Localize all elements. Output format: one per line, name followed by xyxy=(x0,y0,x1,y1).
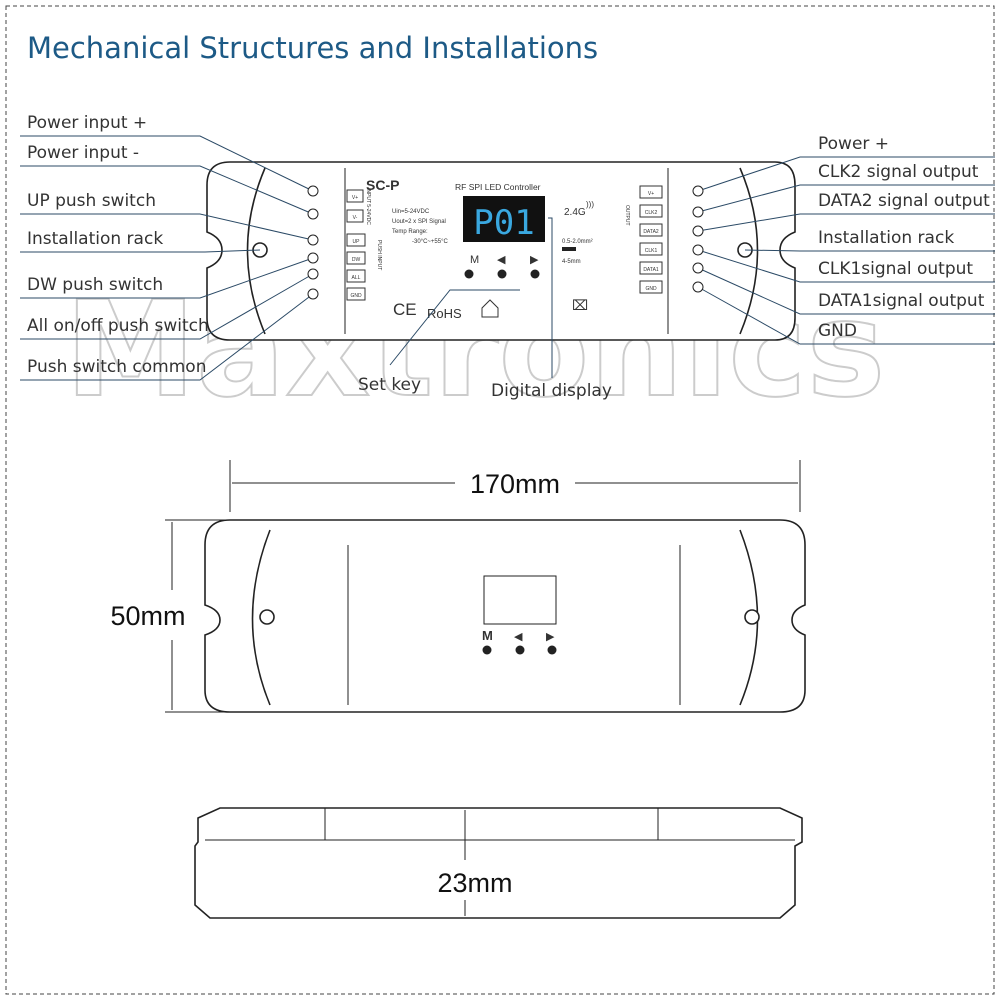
rohs-mark: RoHS xyxy=(427,306,462,321)
output-terminal: GND xyxy=(645,286,657,292)
input-label: INPUT 5-24VDC xyxy=(365,188,371,225)
strip-length: 4-5mm xyxy=(562,259,581,265)
terminal-screw xyxy=(307,268,319,280)
label-right-3: Installation rack xyxy=(818,228,954,248)
push-terminal: GND xyxy=(350,293,362,299)
dimension-width: 50mm xyxy=(110,601,185,631)
label-left-1: Power input - xyxy=(27,143,139,163)
button-m-label: M xyxy=(470,254,479,266)
terminal-screw xyxy=(692,244,704,256)
label-right-0: Power + xyxy=(818,134,889,154)
label-right-5: DATA1signal output xyxy=(818,291,985,311)
output-terminal: DATA2 xyxy=(643,229,659,235)
push-terminal: ALL xyxy=(352,275,361,281)
push-terminal: DW xyxy=(352,257,361,263)
label-digital-display: Digital display xyxy=(491,381,612,401)
terminal-screw xyxy=(307,185,319,197)
terminal-screw xyxy=(307,252,319,264)
button-right-label: ▶ xyxy=(530,254,539,266)
push-terminal: UP xyxy=(353,239,361,245)
page-title: Mechanical Structures and Installations xyxy=(27,31,598,65)
label-set-key: Set key xyxy=(358,375,421,395)
terminal-screw xyxy=(692,281,704,293)
label-right-4: CLK1signal output xyxy=(818,259,973,279)
ce-mark: CE xyxy=(393,300,417,319)
push-input-label: PUSH INPUT xyxy=(376,240,382,270)
button-right[interactable] xyxy=(530,269,540,279)
label-left-5: All on/off push switch xyxy=(27,316,209,336)
terminal-screw xyxy=(692,206,704,218)
terminal-screw xyxy=(692,185,704,197)
label-right-2: DATA2 signal output xyxy=(818,191,990,211)
front-right-label: ▶ xyxy=(546,631,555,643)
page-border xyxy=(5,5,995,995)
dimension-length: 170mm xyxy=(470,469,560,499)
label-right-6: GND xyxy=(818,321,857,341)
label-left-3: Installation rack xyxy=(27,229,163,249)
home-icon xyxy=(481,299,499,318)
spec-temp: -30°C~+55°C xyxy=(412,239,448,245)
device-subtitle: RF SPI LED Controller xyxy=(455,182,541,192)
label-right-1: CLK2 signal output xyxy=(818,162,979,182)
digital-display xyxy=(463,196,545,242)
device-front-view: 170mm M ◀ ▶ 50mm xyxy=(110,460,806,713)
terminal-screw xyxy=(307,208,319,220)
display-readout: P01 xyxy=(473,203,534,243)
output-terminal: CLK1 xyxy=(645,248,658,254)
leader-lines xyxy=(20,135,995,381)
output-terminal: DATA1 xyxy=(643,267,659,273)
terminal-screw xyxy=(692,262,704,274)
terminal-screw xyxy=(692,225,704,237)
front-m-label: M xyxy=(482,628,493,643)
weee-icon: ⌧ xyxy=(572,297,588,313)
label-left-2: UP push switch xyxy=(27,191,156,211)
button-left-label: ◀ xyxy=(497,254,506,266)
button-m[interactable] xyxy=(464,269,474,279)
wifi-icon: ))) xyxy=(586,200,594,209)
dimension-height: 23mm xyxy=(437,868,512,898)
front-left-label: ◀ xyxy=(514,631,523,643)
wire-strip-icon xyxy=(562,247,576,251)
input-terminal: V- xyxy=(353,215,358,221)
spec-voltage: Uin=5-24VDC xyxy=(392,209,430,215)
label-left-0: Power input + xyxy=(27,113,147,133)
terminal-screw xyxy=(307,288,319,300)
output-label: OUTPUT xyxy=(624,205,630,226)
output-terminal: CLK2 xyxy=(645,210,658,216)
spec-output: Uout=2 x SPI Signal xyxy=(392,219,446,225)
input-terminal: V+ xyxy=(352,195,358,201)
device-side-view: 23mm xyxy=(194,807,803,919)
button-left[interactable] xyxy=(497,269,507,279)
model-name: SC-P xyxy=(366,177,399,193)
wire-gauge: 0.5-2.0mm² xyxy=(562,239,593,245)
rf-label: 2.4G xyxy=(564,207,586,218)
label-left-6: Push switch common xyxy=(27,357,206,377)
display-window xyxy=(483,575,557,625)
spec-temp-label: Temp Range: xyxy=(392,229,428,235)
label-left-4: DW push switch xyxy=(27,275,163,295)
terminal-screw xyxy=(307,234,319,246)
output-terminal: V+ xyxy=(648,191,654,197)
